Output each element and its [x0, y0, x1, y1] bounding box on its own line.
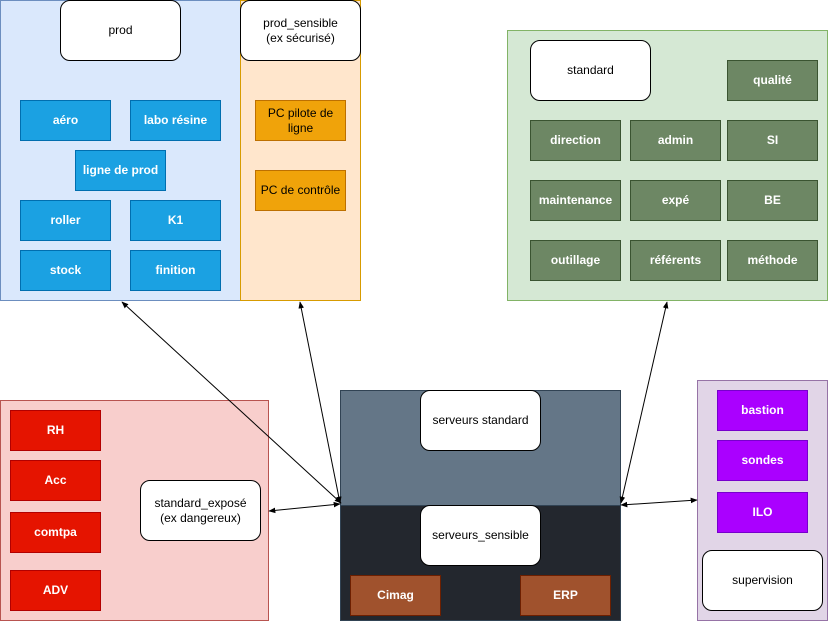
node-finition: finition — [130, 250, 221, 291]
arrow-prod-sensible-serveurs — [298, 301, 342, 504]
node-direction: direction — [530, 120, 621, 161]
node-stock: stock — [20, 250, 111, 291]
node-sondes: sondes — [717, 440, 808, 481]
serveurs-sensible-title: serveurs_sensible — [420, 505, 541, 566]
node-be: BE — [727, 180, 818, 221]
node-k1: K1 — [130, 200, 221, 241]
node-adv: ADV — [10, 570, 101, 611]
node-bastion: bastion — [717, 390, 808, 431]
arrow-standard-serveurs — [619, 301, 669, 504]
prod-sensible-zone-title: prod_sensible (ex sécurisé) — [240, 0, 361, 61]
supervision-node: supervision — [702, 550, 823, 611]
node-admin: admin — [630, 120, 721, 161]
node-aero: aéro — [20, 100, 111, 141]
node-expe: expé — [630, 180, 721, 221]
node-pc-de-controle: PC de contrôle — [255, 170, 346, 211]
node-acc: Acc — [10, 460, 101, 501]
node-rh: RH — [10, 410, 101, 451]
node-methode: méthode — [727, 240, 818, 281]
node-maintenance: maintenance — [530, 180, 621, 221]
arrow-serveurs-admin — [620, 497, 698, 508]
node-comtpa: comtpa — [10, 512, 101, 553]
prod-zone-title: prod — [60, 0, 181, 61]
serveurs-standard-title: serveurs standard — [420, 390, 541, 451]
node-ligne-de-prod: ligne de prod — [75, 150, 166, 191]
standard-zone-title: standard — [530, 40, 651, 101]
standard-expose-zone-title: standard_exposé (ex dangereux) — [140, 480, 261, 541]
node-outillage: outillage — [530, 240, 621, 281]
node-si: SI — [727, 120, 818, 161]
node-referents: référents — [630, 240, 721, 281]
node-erp: ERP — [520, 575, 611, 616]
node-ilo: ILO — [717, 492, 808, 533]
node-pc-pilote-de-ligne: PC pilote de ligne — [255, 100, 346, 141]
node-qualite: qualité — [727, 60, 818, 101]
node-labo-resine: labo résine — [130, 100, 221, 141]
arrow-expose-serveurs — [268, 501, 341, 514]
node-cimag: Cimag — [350, 575, 441, 616]
node-roller: roller — [20, 200, 111, 241]
